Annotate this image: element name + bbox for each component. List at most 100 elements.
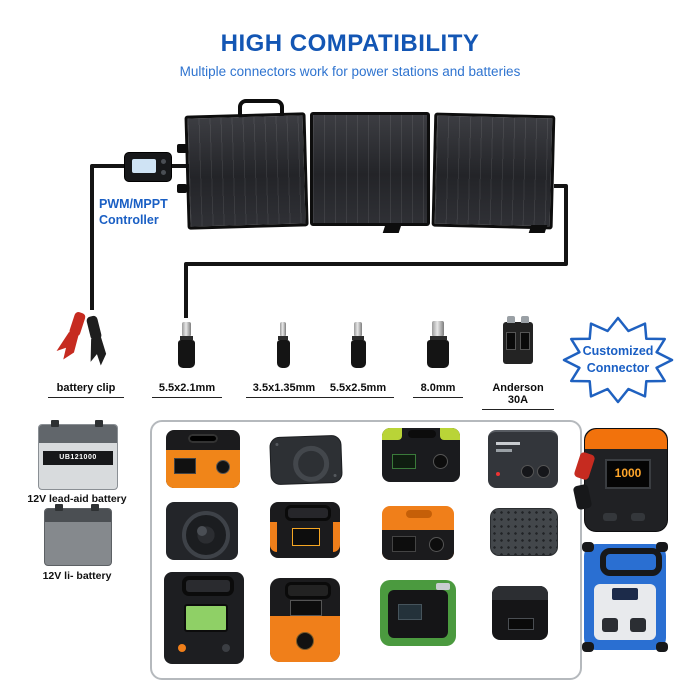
device-marking xyxy=(496,449,512,452)
black-alligator-clip-icon xyxy=(86,315,107,366)
plug-body xyxy=(350,340,366,368)
lithium-battery-image xyxy=(44,504,112,566)
device-screw xyxy=(333,473,337,478)
device-screw xyxy=(275,442,279,447)
device-handle xyxy=(600,548,662,576)
page-title: HIGH COMPATIBILITY xyxy=(220,30,480,57)
anderson-pin xyxy=(507,316,515,323)
plug-body xyxy=(177,340,195,368)
plug-tip xyxy=(432,321,444,336)
device-outlet xyxy=(630,618,646,632)
device-fan-hub xyxy=(197,526,207,536)
power-station-orange-body-image xyxy=(270,578,340,662)
device-outlet xyxy=(602,618,618,632)
device-button xyxy=(222,644,230,652)
dc-plug-5525-icon xyxy=(344,322,372,368)
anderson-body xyxy=(503,316,533,364)
connector-label-5525: 5.5x2.5mm xyxy=(322,382,394,398)
device-handle xyxy=(285,505,331,521)
controller-button xyxy=(161,159,166,164)
connector-label-35135: 3.5x1.35mm xyxy=(246,382,322,398)
device-marking xyxy=(496,442,520,445)
device-outlet xyxy=(429,537,444,552)
battery-top xyxy=(45,509,111,522)
controller-button xyxy=(161,170,166,175)
device-handle xyxy=(408,430,436,438)
device-outlet xyxy=(433,454,448,469)
power-station-orange-trim-image xyxy=(270,502,340,558)
battery-terminal xyxy=(95,420,103,427)
panel-section-1 xyxy=(184,112,309,230)
power-station-orange-image xyxy=(166,430,240,488)
device-port xyxy=(508,618,534,630)
battery-terminal xyxy=(55,504,63,511)
device-handle xyxy=(188,434,218,443)
lead-acid-battery-image: UB121000 xyxy=(38,420,118,490)
power-station-green-screen-image xyxy=(164,572,244,664)
lead-acid-battery-label: 12V lead-aid battery xyxy=(27,493,127,505)
dc-plug-5521-icon xyxy=(170,322,202,368)
customized-connector-label: Customized Connector xyxy=(556,312,680,408)
compatible-devices-panel xyxy=(150,420,582,680)
perforated-power-bank-image xyxy=(490,508,558,556)
plug-tip xyxy=(280,322,286,336)
device-accent xyxy=(270,522,277,552)
anderson-slot xyxy=(520,332,530,350)
device-bumper xyxy=(582,642,594,652)
plug-body xyxy=(427,340,449,368)
battery-clip-label: battery clip xyxy=(48,382,124,398)
device-screen xyxy=(398,604,422,620)
device-led xyxy=(496,472,500,476)
lithium-battery-label: 12V li- battery xyxy=(42,570,112,582)
pwm-mppt-controller-device xyxy=(124,152,172,182)
anderson-connector-icon xyxy=(502,316,534,364)
device-latch xyxy=(436,583,450,590)
power-station-green-accent-image xyxy=(382,428,460,482)
device-outlet xyxy=(296,632,314,650)
plug-collar xyxy=(179,336,193,340)
device-front-panel xyxy=(594,584,656,640)
panel-tab xyxy=(177,184,187,193)
plug-body xyxy=(276,340,290,368)
device-screen xyxy=(392,536,416,552)
device-button xyxy=(631,513,645,521)
jump-starter-display: 1000 xyxy=(605,459,651,489)
dc-plug-35135-icon xyxy=(269,322,297,368)
compact-power-cube-image xyxy=(492,586,548,640)
device-handle xyxy=(182,576,234,596)
device-fan xyxy=(182,511,230,559)
device-accent xyxy=(440,428,460,440)
connector-label-anderson: Anderson 30A xyxy=(482,382,554,410)
controller-to-clip-wire xyxy=(90,164,126,310)
connector-label-5521: 5.5x2.1mm xyxy=(152,382,222,398)
plug-tip xyxy=(181,322,191,336)
device-screen xyxy=(290,600,322,616)
device-bumper xyxy=(656,642,668,652)
power-bank-ring-image xyxy=(269,434,343,486)
device-accent xyxy=(585,429,667,449)
power-station-fan-image xyxy=(166,502,238,560)
device-bumper xyxy=(656,542,668,552)
device-screen xyxy=(184,604,228,632)
panel-tab xyxy=(177,144,187,153)
device-handle xyxy=(285,582,331,599)
plug-collar xyxy=(278,336,288,340)
panel-section-2 xyxy=(309,112,431,226)
battery-terminal xyxy=(51,420,59,427)
power-station-orange-top-image xyxy=(382,506,454,560)
battery-model-text: UB121000 xyxy=(43,451,113,465)
customized-line1: Customized xyxy=(582,344,654,359)
device-button xyxy=(178,644,186,652)
device-screen xyxy=(292,528,320,546)
device-button xyxy=(603,513,617,521)
device-handle xyxy=(406,510,432,518)
panel-stand-foot xyxy=(528,225,548,233)
device-screen xyxy=(612,588,638,600)
blue-power-station-image xyxy=(582,542,668,652)
anderson-pin xyxy=(521,316,529,323)
plug-tip xyxy=(354,322,362,336)
device-top xyxy=(492,586,548,600)
anderson-slot xyxy=(506,332,516,350)
panel-section-3 xyxy=(431,112,556,230)
